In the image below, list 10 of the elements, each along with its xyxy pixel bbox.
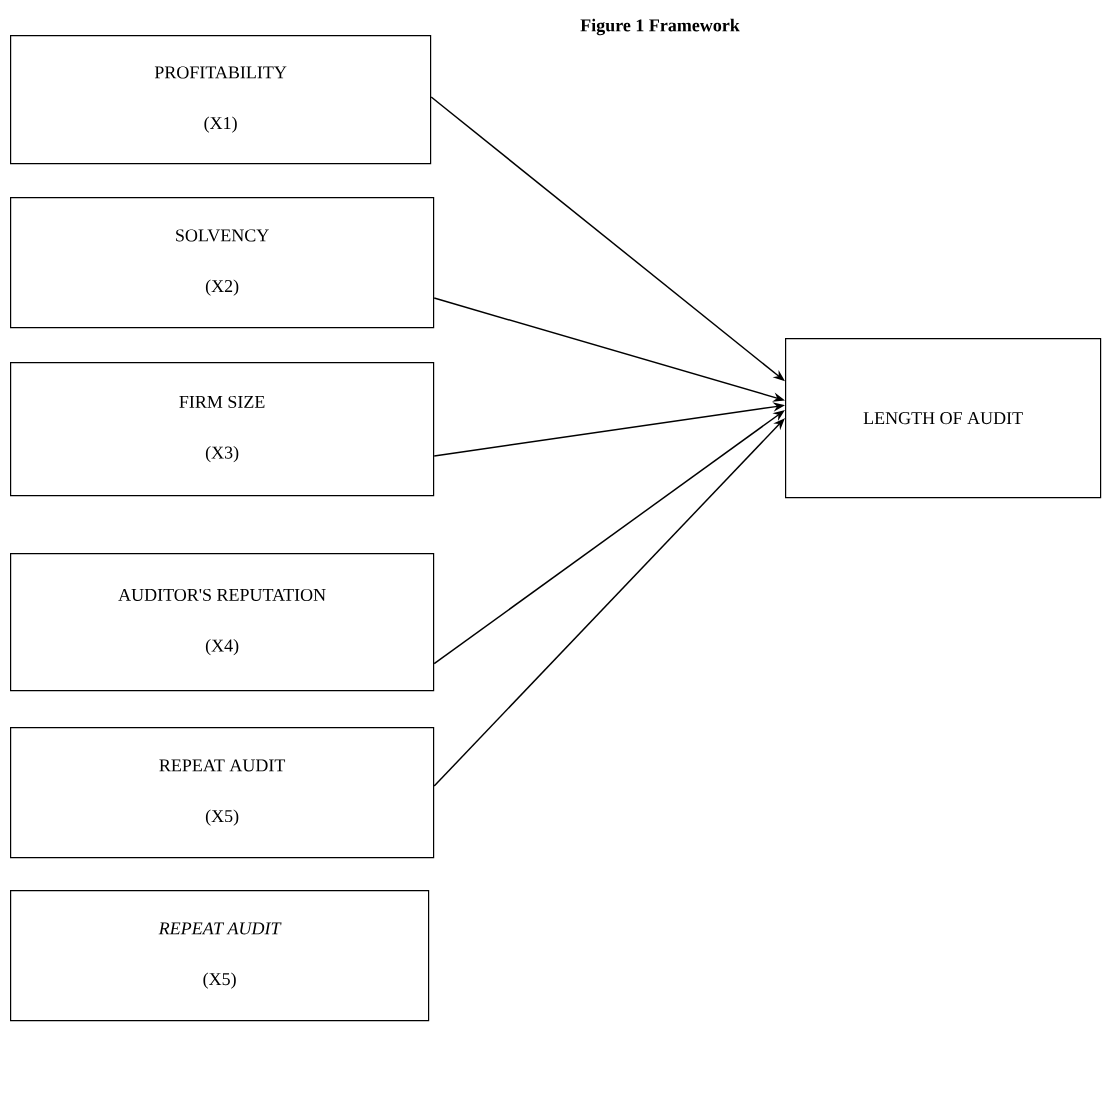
- arrow: [433, 418, 785, 787]
- arrow: [433, 410, 785, 665]
- figure-title: Figure 1 Framework: [580, 18, 740, 36]
- variable-box: FIRM SIZE (X3): [10, 362, 435, 497]
- variable-box: AUDITOR'S REPUTATION (X4): [10, 553, 435, 692]
- variable-box: SOLVENCY (X2): [10, 197, 435, 329]
- variable-box: REPEAT AUDIT (X5): [10, 890, 430, 1022]
- variable-box: LENGTH OF AUDIT: [785, 338, 1102, 499]
- variable-box: PROFITABILITY (X1): [10, 35, 432, 165]
- variable-box: REPEAT AUDIT (X5): [10, 727, 435, 859]
